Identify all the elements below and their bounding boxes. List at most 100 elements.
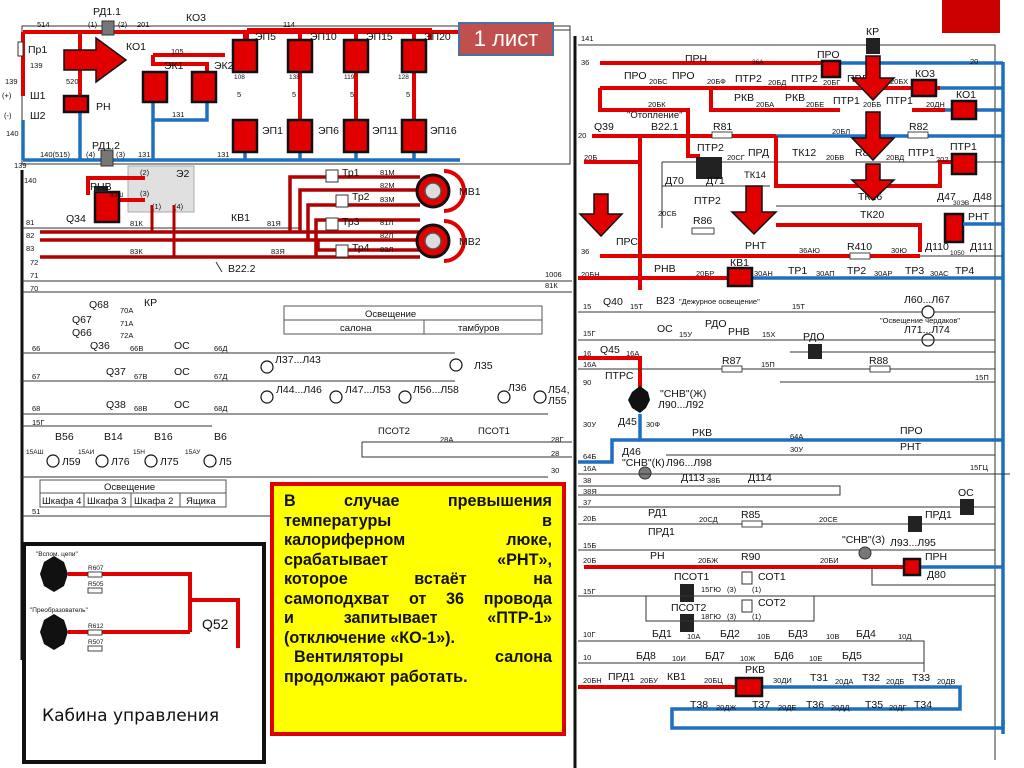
rd11-contact [101, 20, 115, 36]
cabin-frame [22, 542, 266, 764]
psot2-label: ПСОТ2 [378, 426, 410, 437]
row-kv1-tr: 20БН РНВ 20БР КВ1 30АН ТР1 30АП ТР2 30АР… [578, 257, 1003, 288]
q67-label: Q67 [72, 314, 92, 326]
wire-label-20bc: 20БЦ [704, 676, 723, 685]
resistor-r507 [87, 645, 103, 652]
wire-label-10: 10 [583, 653, 591, 662]
wire-label-105: 105 [171, 47, 184, 56]
ptr1-contact-b: ПТР1 [886, 95, 913, 107]
wire-label-15n: 15Н [133, 449, 145, 456]
lighting-col-vestibule: тамбуров [458, 323, 499, 334]
rkv-contact-1: РКВ [734, 92, 754, 104]
ptr2-contact-a: ПТР2 [735, 73, 762, 85]
wire-label-139c: 139 [14, 161, 27, 170]
resistor-r607 [87, 571, 103, 578]
ko3-coil [910, 78, 938, 98]
rotation-arrow-icon [443, 219, 466, 263]
flow-arrow-down-icon [578, 193, 624, 238]
wire-label-38: 38 [583, 476, 591, 485]
tr1-contact-label: ТР1 [788, 265, 807, 277]
converter-indicator-icon [40, 614, 68, 650]
rotation-arrow-icon [443, 169, 466, 213]
wire-label-141: 141 [581, 34, 594, 43]
corner-marker [942, 0, 1000, 33]
ptr2-contact-b: ПТР2 [791, 73, 818, 85]
sot2-pin1: (1) [752, 612, 762, 621]
wire-label-20bi: 20БИ [820, 556, 839, 565]
heater-ek2 [190, 70, 218, 104]
snv-indicator-icon [628, 386, 650, 413]
row-16-r87: 16 Q45 16А 16А R87 15П R88 15П [578, 344, 995, 392]
rn-coil [62, 94, 90, 114]
wire-label-10g: 10Г [583, 630, 595, 639]
d113-label: Д113 [681, 472, 705, 484]
prd1-contact-label-2: ПРД1 [608, 671, 635, 683]
fan-motor-mv1: МВ1 [415, 169, 481, 213]
wire-label-83: 83 [26, 244, 34, 253]
lamp-label-l37: Л37...Л43 [275, 354, 321, 366]
sheet-badge[interactable]: 1 лист [458, 22, 554, 56]
heater-ep-top-row: ЭП5 ЭП10 ЭП15 ЭП20 108 138 119 128 5 5 5… [231, 31, 451, 99]
cabinet-col-3: Шкафа 3 [87, 496, 126, 507]
wire-label-68d: 68Д [214, 404, 227, 413]
ptr1-contact-a: ПТР1 [833, 95, 860, 107]
lamp-label-l60: Л60...Л67 [904, 294, 950, 306]
sh2-label: Ш2 [30, 110, 46, 122]
os-switch-68: ОС [174, 399, 190, 411]
lamp-label-l71: Л71...Л74 [904, 324, 950, 336]
wire-label-30ar: 30АР [874, 269, 892, 278]
wire-label-10d: 10Д [898, 632, 911, 641]
wire-label-90: 90 [583, 378, 591, 387]
cabinet-switch-b16: В16 15Н Л75 [133, 431, 179, 468]
row-38-diodes: 38 Д113 38Б Д114 38Я 37 ОС [578, 472, 995, 515]
info-line: Вентиляторы салона [294, 648, 552, 666]
wire-label-20b4: 20Б [583, 556, 596, 565]
heater-ep10 [286, 38, 314, 74]
lamp-icon [497, 390, 511, 404]
wire-label-108: 108 [234, 74, 245, 81]
resistor-r87 [721, 365, 743, 373]
heater-ep5 [231, 38, 259, 74]
sot2-label: СОТ2 [758, 597, 786, 609]
d48-label: Д48 [973, 191, 992, 203]
r505-label: R505 [88, 581, 104, 588]
lamp-label-l44: Л44...Л46 [276, 384, 322, 396]
cabinet-col-2: Шкафа 2 [134, 496, 173, 507]
psot1-coil-label: ПСОТ1 [674, 571, 709, 583]
b23-label: В23 [656, 295, 675, 307]
q39-label: Q39 [594, 121, 614, 133]
mv2-label: МВ2 [459, 236, 481, 248]
ep16-label: ЭП16 [430, 125, 457, 137]
wire-label-64a: 64А [790, 432, 803, 441]
flow-arrow-down-icon [850, 111, 896, 162]
lamp-label-l76: Л76 [111, 456, 130, 468]
row-20b-prd1: 20Б РД1 ПРД1 20СД R85 20СЕ ПРД1 [578, 507, 995, 538]
cabinet-switch-b6: В6 15АУ Л5 [185, 431, 232, 468]
wire-label-20sb: 20СБ [658, 209, 677, 218]
ep15-label: ЭП15 [366, 31, 393, 43]
r90-label: R90 [741, 551, 760, 563]
heater-ep20 [400, 38, 428, 74]
kv1-contact-label: КВ1 [667, 671, 686, 683]
wire-label-15p: 15П [761, 360, 775, 369]
rnv-label: РНВ [90, 181, 112, 193]
d110-label: Д110 [925, 241, 949, 253]
wire-label-15p2: 15П [975, 373, 989, 382]
wire-label-20b2: 20Б [584, 153, 597, 162]
duty-lighting-label: "Дежурное освещение" [679, 297, 760, 306]
kr-label: КР [144, 297, 157, 309]
lamp-icon [260, 360, 274, 374]
wire-label-30ap: 30АП [816, 269, 835, 278]
psot2-coil-label: ПСОТ2 [671, 602, 706, 614]
d46-label: Д46 [622, 446, 641, 458]
bd7-label: БД7 [705, 650, 725, 662]
cabinet-col-box: Ящика [186, 496, 216, 507]
q45-label: Q45 [600, 344, 620, 356]
snv-z-lamps: Л93...Л95 [890, 537, 936, 549]
resistor-r410 [849, 252, 871, 260]
row-ptr2-tk12: 20Б ПТР2 20СГ ПРД ТК12 20БВ R8 20ВД ПТР1… [584, 136, 1003, 188]
tr1-label: Тр1 [342, 167, 360, 179]
lamp-icon [329, 390, 343, 404]
info-line: продолжают работать. [284, 667, 468, 686]
row-15g-rdo: 15Г ОС 15У РДО РНВ 15Х РДО [578, 318, 995, 359]
